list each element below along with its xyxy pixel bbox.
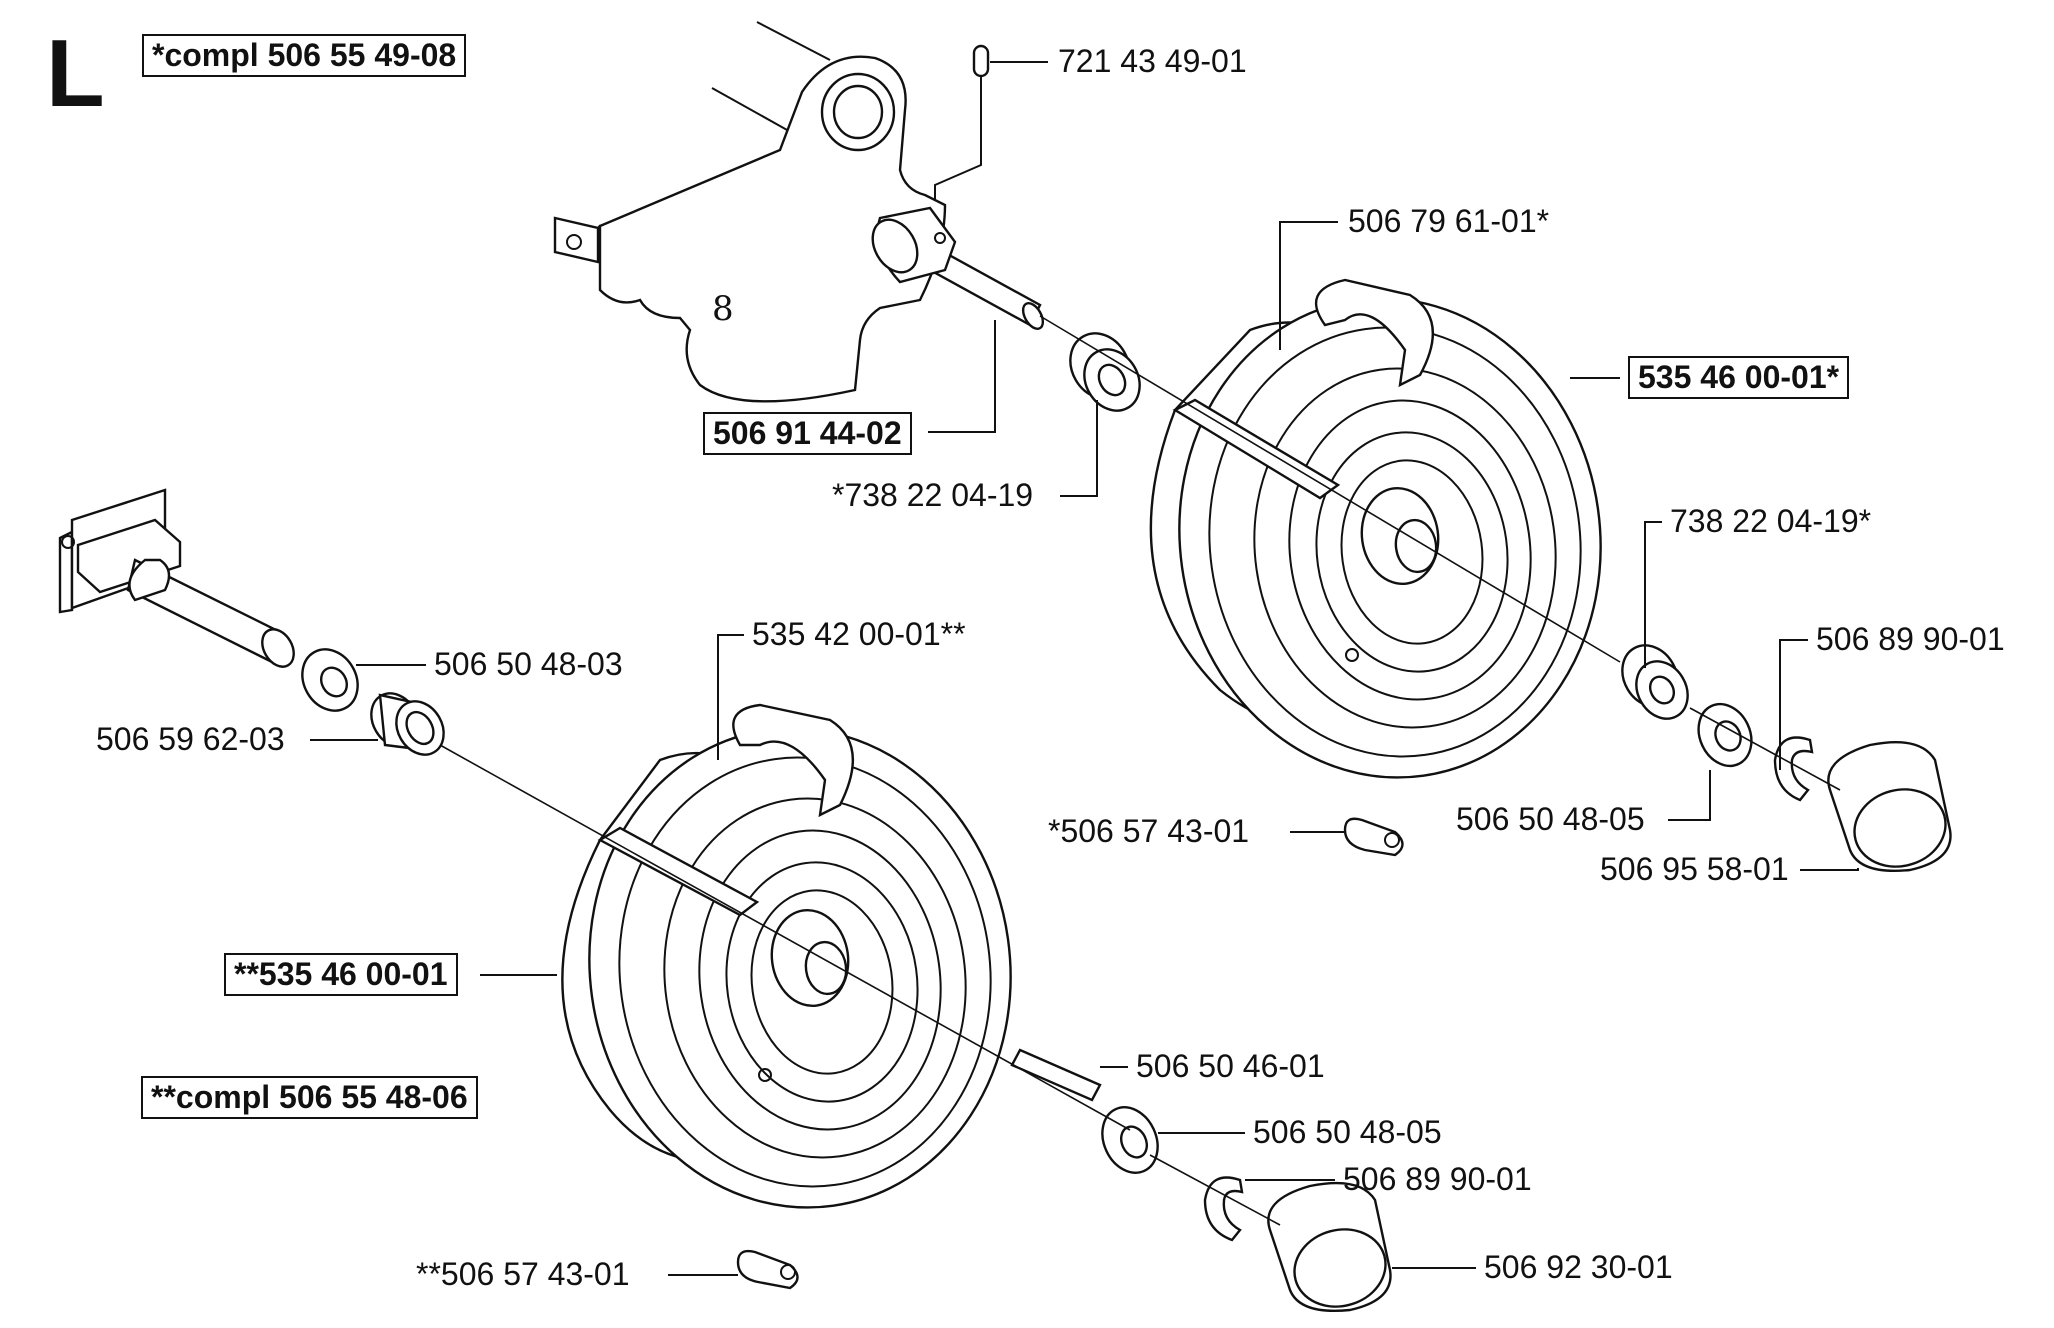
section-letter: L bbox=[46, 20, 105, 127]
leader-lines bbox=[310, 61, 1859, 1276]
washer-lower-right-label: 506 50 48-05 bbox=[1253, 1114, 1442, 1150]
upper-wheel bbox=[1149, 278, 1602, 779]
key-lower bbox=[1010, 1048, 1102, 1102]
clip-lower-label: **506 57 43-01 bbox=[416, 1256, 630, 1292]
washer-lower-left bbox=[301, 648, 359, 712]
bearing-upper-left bbox=[1069, 332, 1141, 412]
bearing-upper-right-label: 738 22 04-19* bbox=[1670, 503, 1872, 539]
clip-lower bbox=[736, 1249, 799, 1290]
washer-lower-right bbox=[1101, 1106, 1159, 1174]
compl-upper-label: *compl 506 55 49-08 bbox=[142, 34, 467, 77]
cap-lower bbox=[1267, 1181, 1392, 1312]
bearing-upper-left-label: *738 22 04-19 bbox=[832, 477, 1034, 513]
washer-upper-label: 506 50 48-05 bbox=[1456, 801, 1645, 837]
washer-upper bbox=[1697, 702, 1753, 768]
washer-lower-left-label: 506 50 48-03 bbox=[434, 646, 623, 682]
tire-lower-label: 535 42 00-01** bbox=[752, 616, 966, 652]
lower-axle bbox=[58, 488, 295, 668]
cap-lower-label: 506 92 30-01 bbox=[1484, 1249, 1673, 1285]
center-lines bbox=[439, 315, 1841, 1226]
wheel-lower-label: **535 46 00-01 bbox=[224, 953, 458, 996]
bearing-upper-right bbox=[1621, 644, 1689, 720]
spacer-lower bbox=[370, 692, 445, 756]
clip-upper bbox=[1343, 817, 1404, 857]
cap-upper bbox=[1827, 741, 1952, 872]
spacer-lower-label: 506 59 62-03 bbox=[96, 721, 285, 757]
upper-bracket: 8 bbox=[553, 21, 947, 403]
circlip-upper-label: 506 89 90-01 bbox=[1816, 621, 2005, 657]
key-lower-label: 506 50 46-01 bbox=[1136, 1048, 1325, 1084]
compl-lower-label: **compl 506 55 48-06 bbox=[141, 1076, 478, 1119]
circlip-lower-label: 506 89 90-01 bbox=[1343, 1161, 1532, 1197]
svg-text:8: 8 bbox=[712, 289, 734, 329]
pin bbox=[934, 44, 990, 200]
clip-upper-label: *506 57 43-01 bbox=[1048, 813, 1250, 849]
cap-upper-label: 506 95 58-01 bbox=[1600, 851, 1789, 887]
axle-upper-label: 506 91 44-02 bbox=[703, 412, 912, 455]
tire-upper-label: 506 79 61-01* bbox=[1348, 203, 1550, 239]
upper-axle bbox=[871, 206, 1045, 330]
pin-label: 721 43 49-01 bbox=[1058, 43, 1247, 79]
lower-wheel bbox=[561, 703, 1012, 1209]
wheel-upper-label: 535 46 00-01* bbox=[1628, 356, 1850, 399]
